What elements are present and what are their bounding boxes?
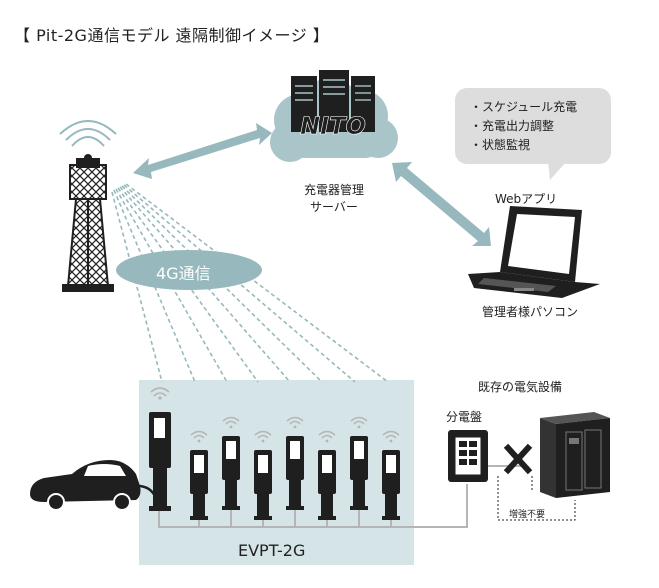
cell-tower-icon: [59, 120, 117, 292]
page-title: 【 Pit-2G通信モデル 遠隔制御イメージ 】: [14, 26, 330, 45]
network-ellipse: [116, 250, 262, 290]
no-upgrade-bracket: [497, 476, 576, 521]
small-charger-icon: [318, 430, 336, 520]
small-charger-icon: [350, 416, 368, 510]
charger-panel: [139, 380, 414, 565]
small-charger-icon: [382, 430, 400, 520]
admin-pc-label: 管理者様パソコン: [482, 305, 579, 319]
tower-server-arrow: [133, 123, 272, 179]
laptop-icon: [468, 206, 600, 298]
server-label: 充電器管理 サーバー: [298, 182, 370, 216]
bubble-item-schedule: ・スケジュール充電: [470, 100, 578, 114]
small-charger-icon: [286, 416, 304, 510]
web-app-label: Webアプリ: [495, 192, 558, 206]
small-chargers: [190, 416, 400, 520]
small-charger-icon: [190, 430, 208, 520]
distribution-board-icon: [448, 430, 488, 482]
bubble-text: ・スケジュール充電 ・充電出力調整 ・状態監視: [470, 98, 577, 155]
cross-mark-icon: [503, 443, 533, 475]
charger-group-label: EVPT-2G: [238, 541, 306, 560]
server-rack-icon: [291, 70, 375, 132]
bubble-item-output: ・充電出力調整: [470, 119, 555, 133]
small-charger-icon: [222, 416, 240, 510]
electrical-cabinet-icon: [540, 412, 610, 498]
distribution-board-label: 分電盤: [446, 410, 483, 424]
server-pc-arrow: [392, 162, 491, 246]
car-icon: [30, 460, 141, 511]
speech-bubble: [455, 88, 611, 180]
server-label-line1: 充電器管理: [303, 183, 364, 197]
bubble-item-status: ・状態監視: [470, 138, 531, 152]
server-logo: NITO: [300, 112, 366, 140]
no-upgrade-label: 増強不要: [509, 510, 546, 520]
existing-equipment-label: 既存の電気設備: [478, 380, 563, 394]
network-label: 4G通信: [156, 264, 211, 283]
main-charger-icon: [149, 387, 171, 511]
server-label-line2: サーバー: [310, 200, 358, 214]
small-charger-icon: [254, 430, 272, 520]
